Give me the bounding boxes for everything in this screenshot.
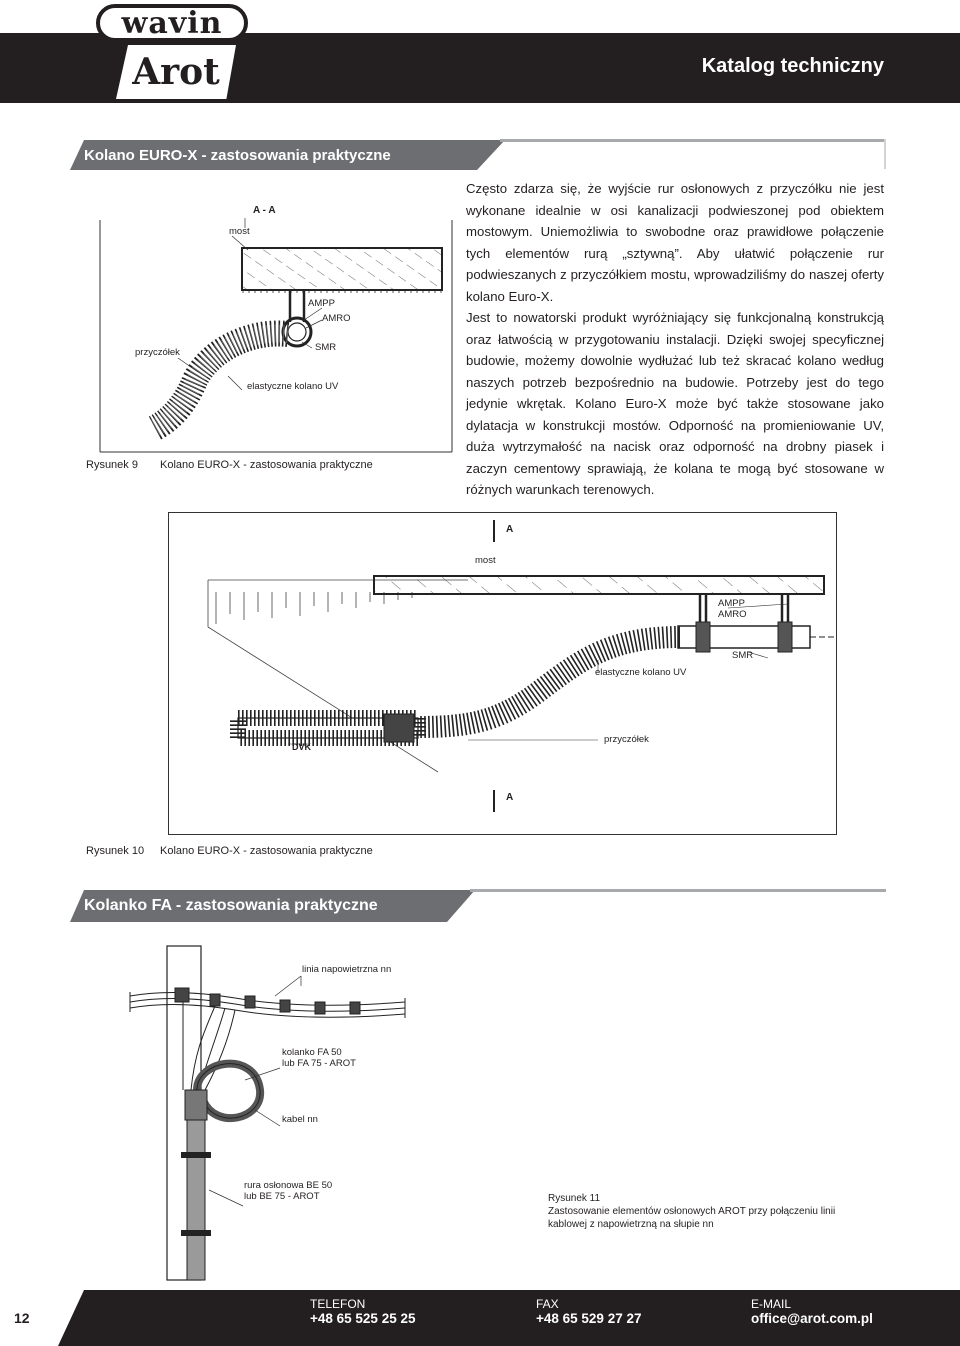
fig9-caption-text: Kolano EURO-X - zastosowania praktyczne [160, 459, 373, 471]
fig9-label-ampp: AMPP [308, 298, 335, 309]
figure-11-drawing [129, 945, 406, 1281]
section-title-fa: Kolanko FA - zastosowania praktyczne [70, 890, 475, 922]
fig11-label-rura-2: lub BE 75 - AROT [244, 1191, 320, 1202]
fig9-label-most: most [229, 226, 250, 237]
fig9-label-smr: SMR [315, 342, 337, 353]
registered-mark: ® [218, 50, 227, 64]
fig9-section-label: A - A [253, 205, 276, 216]
fig11-label-kabel: kabel nn [282, 1114, 318, 1125]
footer-bar [58, 1290, 960, 1346]
catalog-title: Katalog techniczny [701, 55, 884, 77]
fig11-label-kolanko-1: kolanko FA 50 [282, 1047, 342, 1058]
footer-phone-value[interactable]: +48 65 525 25 25 [310, 1311, 416, 1326]
figure-10-drawing [168, 512, 837, 835]
fig11-label-linia: linia napowietrzna nn [302, 964, 392, 975]
fig10-section-top: A [506, 524, 514, 535]
section-title-euro-x: Kolano EURO-X - zastosowania praktyczne [70, 140, 505, 170]
footer-fax-value: +48 65 529 27 27 [536, 1311, 642, 1326]
fig11-caption-number: Rysunek 11 [548, 1193, 601, 1204]
fig10-label-kolano: elastyczne kolano UV [595, 667, 687, 678]
fig10-label-smr: SMR [732, 650, 754, 661]
fig10-label-dvk: DVK [292, 742, 312, 752]
fig10-caption-number: Rysunek 10 [86, 845, 145, 857]
wavin-logo: wavin [96, 4, 248, 42]
fig11-label-rura-1: rura osłonowa BE 50 [244, 1180, 333, 1191]
footer-fax-label: FAX [536, 1297, 559, 1311]
section-rule [500, 139, 886, 142]
wavin-logo-text: wavin [121, 5, 223, 41]
section-rule-vertical [884, 139, 886, 169]
fig11-label-kolanko-2: lub FA 75 - AROT [282, 1058, 356, 1069]
arot-logo: Arot [116, 45, 236, 99]
fig10-label-przyczolek: przyczółek [604, 734, 649, 745]
section-rule [470, 889, 886, 892]
fig9-caption-number: Rysunek 9 [86, 459, 138, 471]
paragraph-2: Jest to nowatorski produkt wyróżniający … [466, 310, 884, 497]
section-title-text: Kolano EURO-X - zastosowania praktyczne [84, 146, 391, 164]
fig10-label-most: most [475, 555, 496, 566]
fig10-section-bottom: A [506, 792, 514, 803]
fig9-label-kolano: elastyczne kolano UV [247, 381, 339, 392]
body-text: Często zdarza się, że wyjście rur osłono… [466, 178, 884, 501]
paragraph-1: Często zdarza się, że wyjście rur osłono… [466, 181, 884, 304]
section-title-text: Kolanko FA - zastosowania praktyczne [84, 897, 378, 914]
footer-email-label: E-MAIL [751, 1297, 792, 1311]
figure-9-drawing [99, 218, 453, 453]
fig10-label-amro: AMRO [718, 609, 747, 620]
footer-email-link[interactable]: office@arot.com.pl [751, 1311, 873, 1326]
fig10-label-ampp: AMPP [718, 598, 745, 609]
arot-logo-text: Arot [132, 51, 220, 93]
fig11-caption-text: Zastosowanie elementów osłonowych AROT p… [548, 1206, 836, 1230]
fig10-caption-text: Kolano EURO-X - zastosowania praktyczne [160, 845, 373, 857]
page-number: 12 [14, 1310, 30, 1326]
footer-phone-label: TELEFON [310, 1297, 366, 1311]
fig9-label-przyczolek: przyczółek [135, 347, 180, 358]
fig9-label-amro: AMRO [322, 313, 351, 324]
